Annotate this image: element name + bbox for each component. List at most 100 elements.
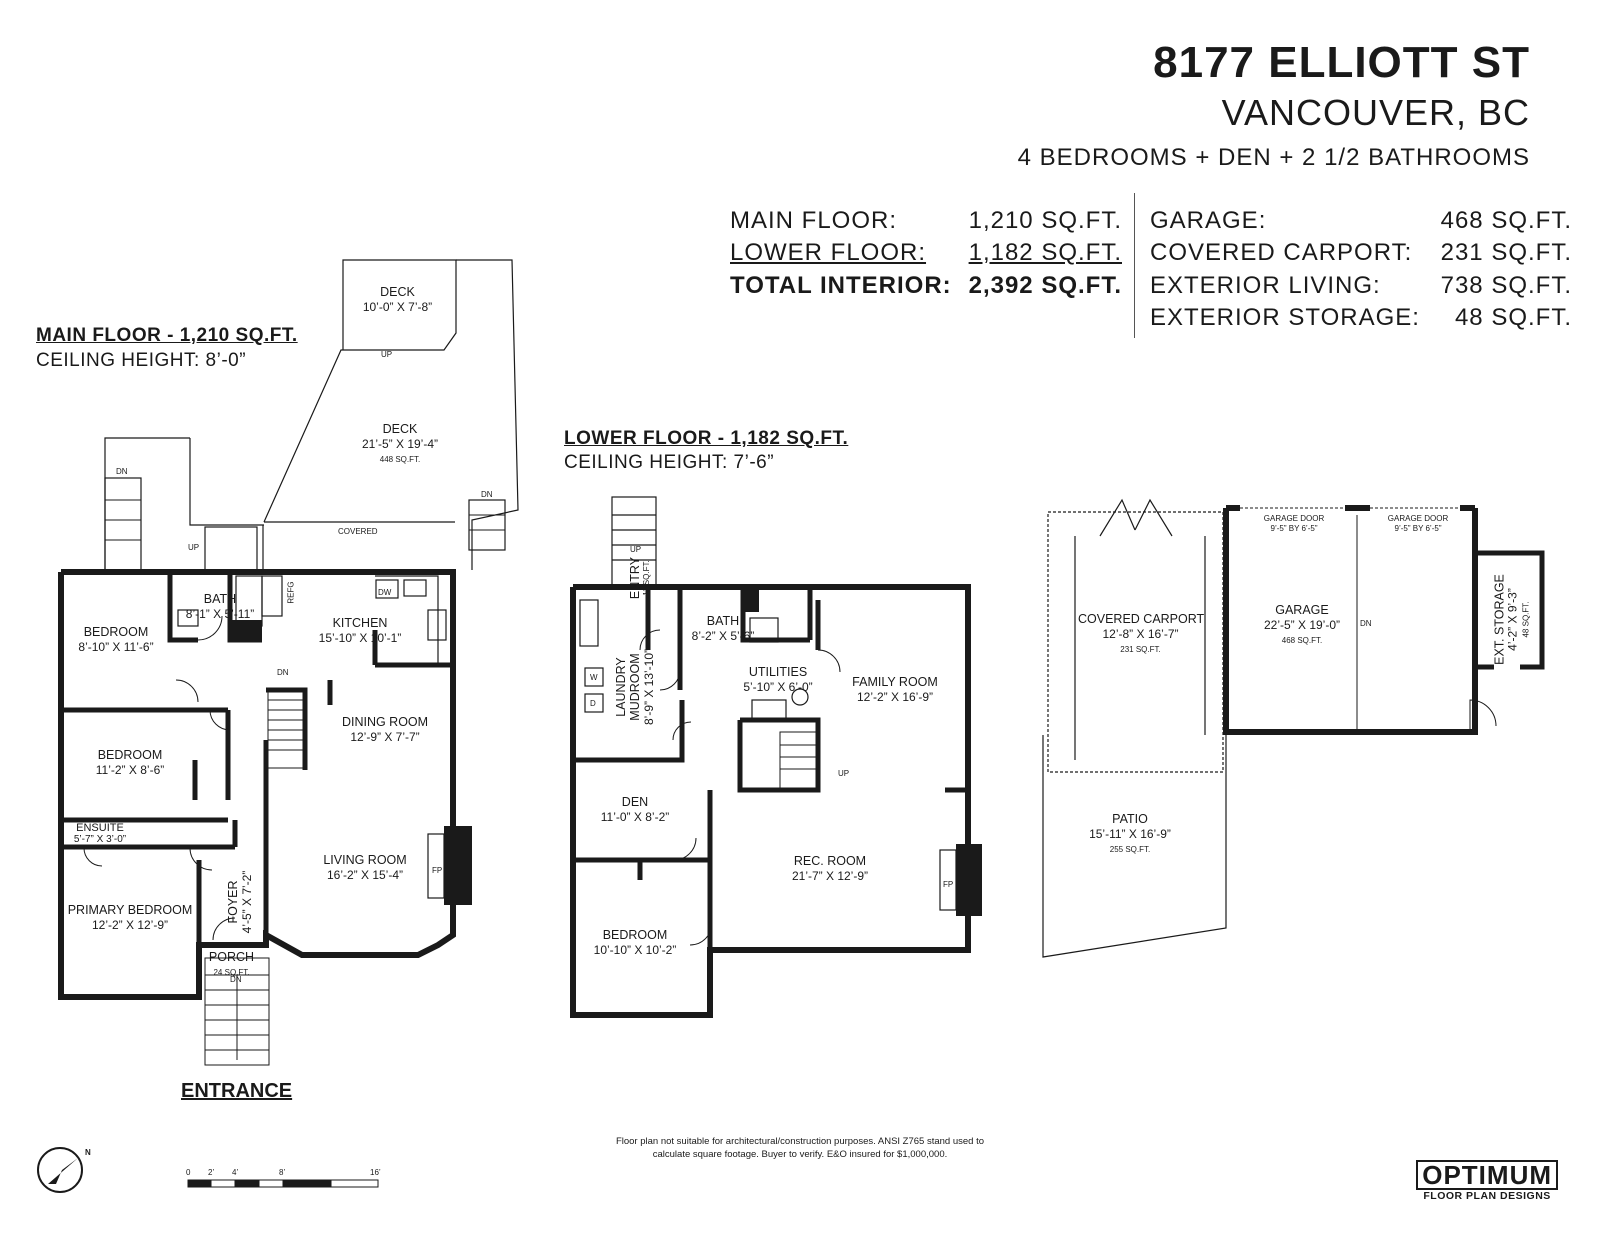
room-area: 448 SQ.FT.: [379, 455, 421, 464]
room-dimensions: 10’-10” X 10’-2”: [593, 943, 677, 957]
room-dimensions: 10’-0” X 7’-8”: [362, 300, 433, 314]
label-fp: FP: [943, 880, 954, 889]
room-name: KITCHEN: [332, 616, 388, 630]
label-dn: DN: [277, 668, 289, 677]
room-name: FAMILY ROOM: [852, 675, 938, 689]
room-dining: DINING ROOM 12’-9” X 7’-7”: [330, 715, 440, 745]
room-main-bath: BATH 8’-1” X 5’-11”: [170, 592, 270, 622]
room-deck: DECK 21’-5” X 19’-4” 448 SQ.FT.: [345, 422, 455, 467]
label-up: UP: [838, 769, 850, 778]
area-table-divider: [1134, 193, 1135, 338]
room-dimensions: 4’-2” X 9’-3”: [1505, 588, 1520, 651]
room-name: DECK: [382, 422, 418, 436]
room-entry: ENTRY 11 SQ.FT.: [628, 543, 653, 613]
area-value-carport: 231 SQ.FT.: [1440, 239, 1572, 266]
area-value-total: 2,392 SQ.FT.: [968, 272, 1122, 299]
compass-label: N: [85, 1148, 91, 1157]
label-fp: FP: [432, 866, 443, 875]
room-name: BATH: [203, 592, 237, 606]
room-dimensions: 22’-5” X 19’-0”: [1263, 618, 1341, 632]
room-dimensions: 15’-10” X 10’-1”: [318, 631, 402, 645]
room-name: REC. ROOM: [793, 854, 867, 868]
room-name: DINING ROOM: [341, 715, 429, 729]
area-label-ext-living: EXTERIOR LIVING:: [1150, 272, 1381, 299]
label-dn: DN: [1360, 619, 1372, 628]
room-dimensions: 12’-2” X 12’-9”: [91, 918, 169, 932]
scale-tick: 2’: [208, 1168, 215, 1177]
room-area: 468 SQ.FT.: [1281, 636, 1323, 645]
area-value-ext-living: 738 SQ.FT.: [1440, 272, 1572, 299]
main-interior-walls: [61, 572, 453, 997]
room-laundry-mudroom: LAUNDRY MUDROOM 8’-9” X 13’-10”: [614, 632, 656, 742]
room-dimensions: 5’-10” X 6’-0”: [743, 680, 813, 694]
scale-tick: 4’: [232, 1168, 239, 1177]
room-dimensions: 8’-1” X 5’-11”: [185, 607, 255, 621]
room-name: FOYER: [226, 880, 240, 924]
main-floor-ceiling: CEILING HEIGHT: 8’-0”: [36, 350, 247, 371]
room-primary-bedroom: PRIMARY BEDROOM 12’-2” X 12’-9”: [64, 903, 196, 933]
area-value-garage: 468 SQ.FT.: [1440, 207, 1572, 234]
room-foyer: FOYER 4’-5” X 7’-2”: [226, 867, 254, 937]
room-lower-bedroom: BEDROOM 10’-10” X 10’-2”: [585, 928, 685, 958]
property-summary: 4 BEDROOMS + DEN + 2 1/2 BATHROOMS: [1017, 144, 1530, 171]
entrance-label: ENTRANCE: [181, 1080, 293, 1102]
room-name-2: MUDROOM: [628, 653, 642, 721]
room-dimensions: 21’-7” X 12’-9”: [791, 869, 869, 883]
garage-door-2: GARAGE DOOR 9’-5” BY 6’-5”: [1368, 514, 1468, 534]
lower-stairs: [779, 731, 817, 789]
label-up: UP: [188, 543, 200, 552]
room-patio: PATIO 15’-11” X 16’-9” 255 SQ.FT.: [1075, 812, 1185, 857]
room-dimensions: 11’-2” X 8’-6”: [95, 763, 165, 777]
room-living: LIVING ROOM 16’-2” X 15’-4”: [305, 853, 425, 883]
room-name: GARAGE: [1275, 603, 1329, 617]
patio-outline: [1042, 735, 1227, 958]
room-den: DEN 11’-0” X 8’-2”: [590, 795, 680, 825]
label-dn: DN: [481, 490, 493, 499]
room-area: 48 SQ.FT.: [1521, 601, 1531, 638]
area-value-main: 1,210 SQ.FT.: [968, 207, 1122, 234]
label-up: UP: [630, 545, 642, 554]
room-dimensions: 8’-2” X 5’-6”: [691, 629, 755, 643]
room-dimensions: 4’-5” X 7’-2”: [240, 870, 254, 934]
area-label-garage: GARAGE:: [1150, 207, 1267, 234]
room-area: 24 SQ.FT.: [213, 968, 250, 977]
room-porch: PORCH 24 SQ.FT.: [204, 950, 259, 980]
door-dimensions: 9’-5” BY 6’-5”: [1270, 524, 1318, 533]
ext-storage-walls: [1475, 550, 1545, 670]
scale-tick: 16’: [370, 1168, 381, 1177]
room-name: LAUNDRY: [614, 657, 628, 717]
room-dimensions: 12’-8” X 16’-7”: [1102, 627, 1179, 641]
room-garage: GARAGE 22’-5” X 19’-0” 468 SQ.FT.: [1252, 603, 1352, 648]
carport-outline: [1047, 511, 1224, 773]
room-name: PORCH: [208, 950, 255, 964]
scale-tick: 8’: [279, 1168, 286, 1177]
room-ensuite: ENSUITE 5’-7” X 3’-0”: [64, 822, 136, 846]
garage-door-1: GARAGE DOOR 9’-5” BY 6’-5”: [1244, 514, 1344, 534]
label-washer: W: [590, 673, 598, 682]
disclaimer: Floor plan not suitable for architectura…: [580, 1135, 1020, 1161]
area-label-ext-storage: EXTERIOR STORAGE:: [1150, 304, 1420, 331]
label-refg: REFG: [286, 581, 296, 604]
room-name: BEDROOM: [83, 625, 149, 639]
room-kitchen: KITCHEN 15’-10” X 10’-1”: [305, 616, 415, 646]
room-dimensions: 16’-2” X 15’-4”: [326, 868, 404, 882]
room-dimensions: 15’-11” X 16’-9”: [1089, 827, 1171, 841]
door-name: GARAGE DOOR: [1387, 514, 1449, 523]
label-up: UP: [381, 350, 393, 359]
area-label-carport: COVERED CARPORT:: [1150, 239, 1413, 266]
room-area: 11 SQ.FT.: [642, 560, 651, 596]
room-dimensions: 8’-9” X 13’-10”: [642, 648, 656, 726]
main-fireplace: [444, 826, 472, 905]
main-door-swings: [83, 615, 236, 941]
area-label-main: MAIN FLOOR:: [730, 207, 898, 234]
room-dimensions: 12’-9” X 7’-7”: [350, 730, 420, 744]
label-dn: DN: [116, 467, 128, 476]
room-name: PATIO: [1112, 812, 1148, 826]
room-name: BATH: [706, 614, 740, 628]
room-name: BEDROOM: [97, 748, 163, 762]
room-name: DECK: [380, 285, 415, 299]
logo-tagline: FLOOR PLAN DESIGNS: [1423, 1190, 1551, 1202]
room-ext-storage: EXT. STORAGE 4’-2” X 9’-3” 48 SQ.FT.: [1493, 570, 1533, 670]
label-dw: DW: [378, 588, 392, 597]
